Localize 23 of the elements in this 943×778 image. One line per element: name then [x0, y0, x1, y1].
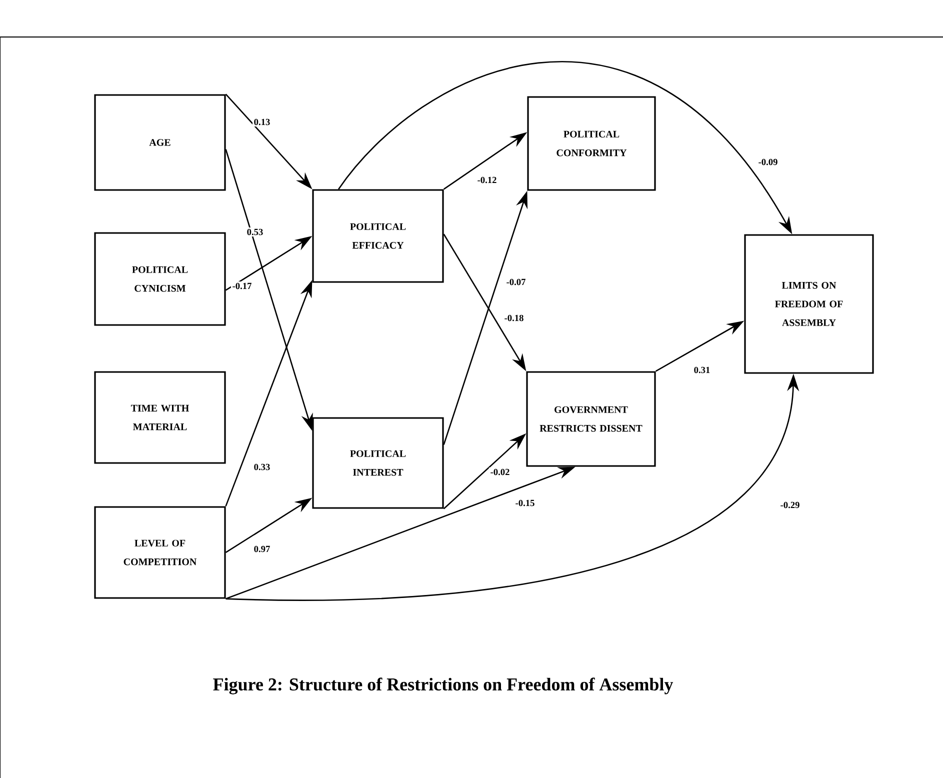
edge-label: -0.09	[756, 158, 780, 166]
variable-box: POLITICAL CYNICISM	[94, 232, 226, 326]
edge-label: 0.53	[246, 228, 264, 236]
edge-label: -0.07	[504, 278, 528, 286]
variable-box: LIMITS ON FREEDOM OF ASSEMBLY	[744, 234, 874, 374]
edge-label: -0.29	[778, 500, 802, 510]
variable-box: AGE	[94, 94, 226, 191]
variable-box: POLITICAL CONFORMITY	[527, 96, 656, 191]
variable-box: GOVERNMENT RESTRICTS DISSENT	[526, 371, 656, 467]
variable-box: TIME WITH MATERIAL	[94, 371, 226, 464]
variable-box: POLITICAL INTEREST	[312, 417, 444, 509]
edge-label: 0.13	[252, 118, 272, 126]
edge-label: 0.97	[252, 544, 272, 554]
edge-label: -0.17	[230, 282, 254, 290]
edge-label: 0.31	[692, 366, 712, 374]
edge-label: -0.15	[514, 498, 536, 508]
caption: Figure 2: Structure of Restrictions on Freedom of Assembly	[213, 678, 674, 694]
edge-label: -0.12	[476, 176, 498, 184]
edge-label: -0.02	[488, 468, 512, 476]
edge-label: -0.18	[502, 314, 526, 322]
variable-box: POLITICAL EFFICACY	[312, 189, 444, 283]
variable-box: LEVEL OF COMPETITION	[94, 506, 226, 599]
edge-label: 0.33	[252, 462, 272, 472]
